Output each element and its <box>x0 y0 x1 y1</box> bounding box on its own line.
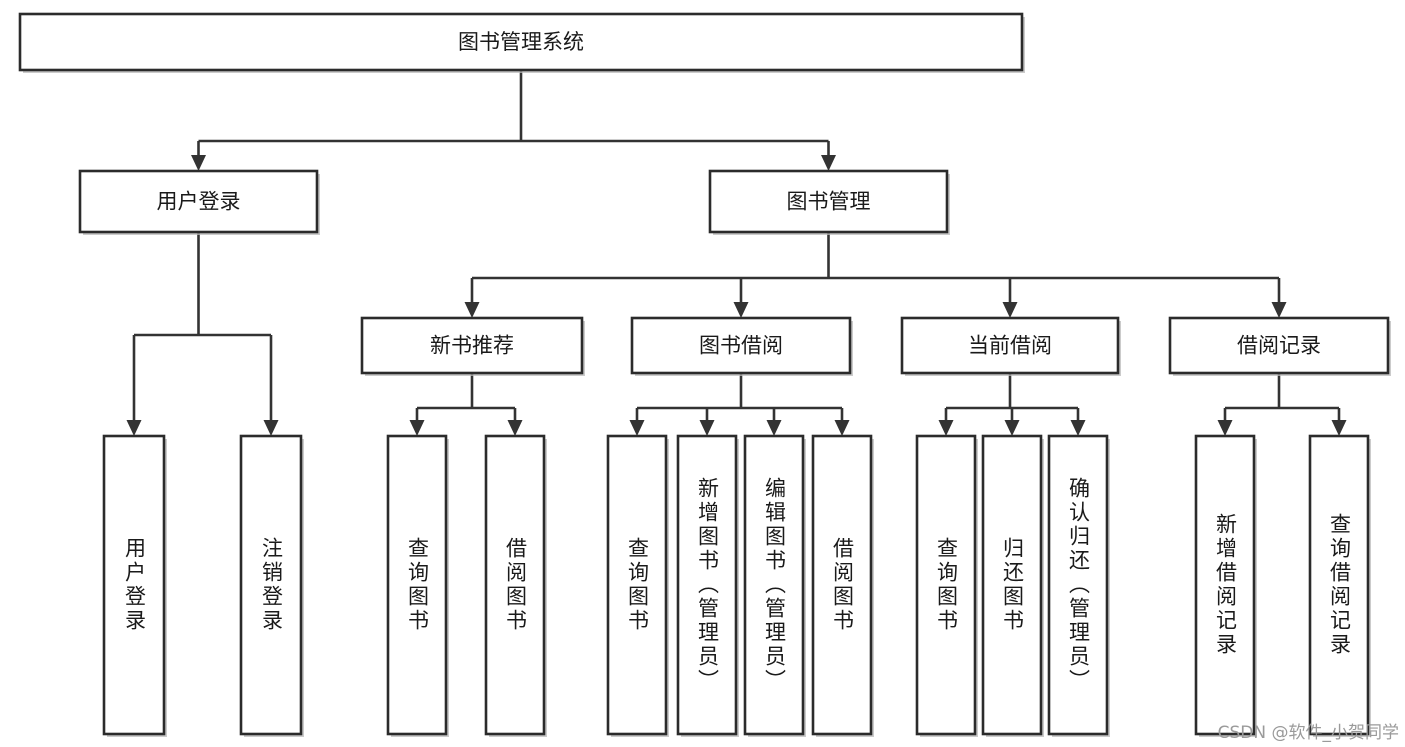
arrow-head-leaf-return-book <box>1004 420 1020 436</box>
node-box-current-borrow[interactable] <box>900 316 1120 375</box>
node-box-leaf-edit-book[interactable] <box>743 434 805 736</box>
node-label-book-manage: 图书管理 <box>787 190 871 214</box>
node-box-leaf-query-book-1[interactable] <box>386 434 448 736</box>
node-label-borrow-record: 借阅记录 <box>1237 334 1321 358</box>
connector-layer <box>126 70 1347 436</box>
node-box-leaf-query-record[interactable] <box>1308 434 1370 736</box>
node-box-user-login[interactable] <box>78 169 319 234</box>
node-box-leaf-confirm-return[interactable] <box>1047 434 1109 736</box>
arrow-head-leaf-query-book-2 <box>629 420 645 436</box>
arrow-head-leaf-query-record <box>1331 420 1347 436</box>
node-box-book-borrow[interactable] <box>630 316 852 375</box>
arrow-head-book-manage <box>821 155 836 171</box>
arrow-head-leaf-borrow-book-2 <box>834 420 850 436</box>
node-box-root[interactable] <box>18 12 1024 72</box>
arrow-head-leaf-user-login <box>126 420 142 436</box>
node-box-leaf-borrow-book-1[interactable] <box>484 434 546 736</box>
node-label-user-login: 用户登录 <box>157 190 241 214</box>
arrow-head-leaf-query-book-1 <box>409 420 425 436</box>
arrow-head-leaf-logout <box>263 420 279 436</box>
arrow-head-leaf-confirm-return <box>1070 420 1086 436</box>
arrow-head-current-borrow <box>1002 302 1018 318</box>
node-box-book-manage[interactable] <box>708 169 949 234</box>
node-box-leaf-logout[interactable] <box>239 434 303 736</box>
node-box-leaf-add-book[interactable] <box>676 434 738 736</box>
node-box-leaf-return-book[interactable] <box>981 434 1043 736</box>
arrow-head-borrow-record <box>1271 302 1287 318</box>
arrow-head-book-borrow <box>733 302 749 318</box>
node-box-leaf-query-book-2[interactable] <box>606 434 668 736</box>
node-label-book-borrow: 图书借阅 <box>699 334 783 358</box>
node-label-current-borrow: 当前借阅 <box>968 334 1052 358</box>
arrow-head-leaf-borrow-book-1 <box>507 420 523 436</box>
arrow-head-new-book-rec <box>464 302 480 318</box>
arrow-head-leaf-add-record <box>1217 420 1233 436</box>
arrow-head-user-login <box>191 155 206 171</box>
node-box-borrow-record[interactable] <box>1168 316 1390 375</box>
watermark-text: CSDN @软件_小贺同学 <box>1217 723 1399 743</box>
arrow-head-leaf-edit-book <box>766 420 782 436</box>
node-box-leaf-borrow-book-2[interactable] <box>811 434 873 736</box>
node-box-leaf-query-book-3[interactable] <box>915 434 977 736</box>
node-box-layer <box>18 12 1391 737</box>
node-label-new-book-rec: 新书推荐 <box>430 334 514 358</box>
node-box-leaf-user-login[interactable] <box>102 434 166 736</box>
node-label-root: 图书管理系统 <box>458 30 584 54</box>
arrow-head-leaf-add-book <box>699 420 715 436</box>
node-box-new-book-rec[interactable] <box>360 316 584 375</box>
arrow-head-leaf-query-book-3 <box>938 420 954 436</box>
node-box-leaf-add-record[interactable] <box>1194 434 1256 736</box>
